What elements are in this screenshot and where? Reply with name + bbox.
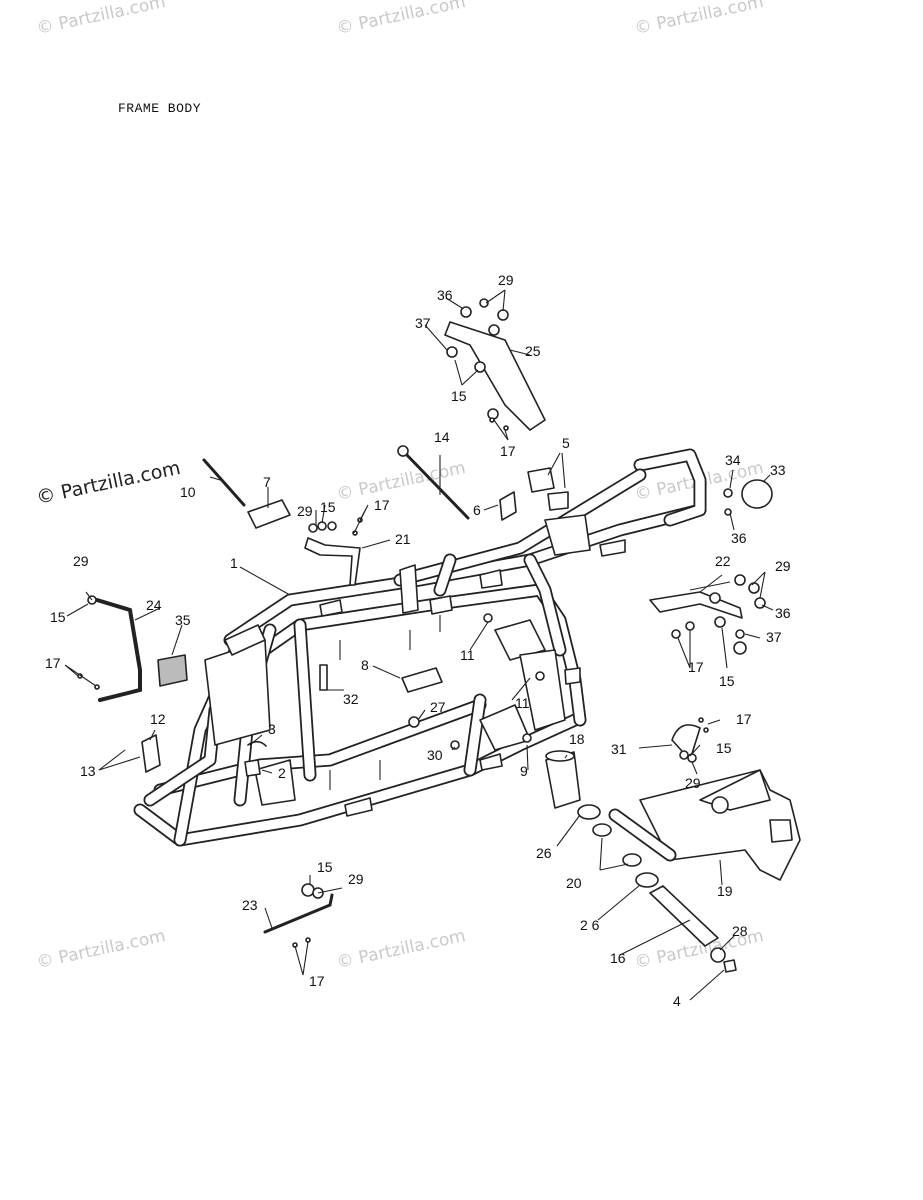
watermark-text: © Partzilla.com xyxy=(35,0,167,39)
callout-24: 24 xyxy=(146,597,162,613)
plate-7 xyxy=(247,499,291,529)
nut-4 xyxy=(723,959,737,973)
callout-4: 4 xyxy=(673,993,681,1009)
watermark-text: © Partzilla.com xyxy=(35,926,167,973)
callout-11a: 11 xyxy=(460,647,475,663)
callout-3: 3 xyxy=(268,721,276,737)
callout-29a: 29 xyxy=(73,553,89,569)
diagram-title: FRAME BODY xyxy=(118,101,202,116)
callout-17c: 17 xyxy=(374,497,390,513)
callout-34: 34 xyxy=(725,452,741,468)
callout-18: 18 xyxy=(569,731,585,747)
callout-13: 13 xyxy=(80,763,96,779)
callout-35: 35 xyxy=(175,612,191,628)
callout-1: 1 xyxy=(230,555,238,571)
bracket-12 xyxy=(141,734,161,773)
callout-8: 8 xyxy=(361,657,369,673)
nut-27 xyxy=(408,716,420,728)
callout-32: 32 xyxy=(343,691,359,707)
callout-7: 7 xyxy=(263,474,271,490)
watermark-text: © Partzilla.com xyxy=(633,0,765,39)
main-frame xyxy=(133,448,707,847)
callout-28: 28 xyxy=(732,923,748,939)
callout-15c: 15 xyxy=(320,499,336,515)
callout-numbers: 1 2 3 4 5 6 7 8 9 10 11 11 12 13 14 15 1… xyxy=(45,272,791,1009)
callout-37a: 37 xyxy=(415,315,431,331)
callout-17b: 17 xyxy=(500,443,516,459)
bracket-22 xyxy=(649,591,743,619)
callout-29e: 29 xyxy=(685,775,701,791)
callout-36c: 36 xyxy=(775,605,791,621)
callout-2: 2 xyxy=(278,765,286,781)
callout-31: 31 xyxy=(611,741,627,757)
rear-bracket-25 xyxy=(444,321,546,431)
bolt-30 xyxy=(450,740,460,750)
callout-29d: 29 xyxy=(775,558,791,574)
callout-15a: 15 xyxy=(50,609,66,625)
callout-6: 6 xyxy=(473,502,481,518)
bracket-21 xyxy=(304,537,361,586)
clip-3 xyxy=(247,740,267,747)
callout-17d: 17 xyxy=(688,659,704,675)
watermark-text: © Partzilla.com xyxy=(335,0,467,39)
callout-15d: 15 xyxy=(719,673,735,689)
callout-15e: 15 xyxy=(716,740,732,756)
mount-5 xyxy=(527,467,555,493)
callout-15f: 15 xyxy=(317,859,333,875)
callout-5: 5 xyxy=(562,435,570,451)
callout-30: 30 xyxy=(427,747,443,763)
clip-31 xyxy=(671,724,701,761)
callout-22: 22 xyxy=(715,553,731,569)
callout-10: 10 xyxy=(180,484,196,500)
callout-23: 23 xyxy=(242,897,258,913)
callout-14: 14 xyxy=(434,429,450,445)
callout-20: 20 xyxy=(566,875,582,891)
callout-12: 12 xyxy=(150,711,166,727)
callout-25: 25 xyxy=(525,343,541,359)
nut-11 xyxy=(483,613,493,623)
bolt-10 xyxy=(202,458,246,507)
bracket-rod-24 xyxy=(95,598,142,702)
callout-29f: 29 xyxy=(348,871,364,887)
pin-32 xyxy=(319,664,328,691)
callout-26a: 26 xyxy=(536,845,552,861)
watermark-logo: © Partzilla.com xyxy=(34,457,182,509)
callout-37b: 37 xyxy=(766,629,782,645)
label-35 xyxy=(157,654,188,687)
callout-27: 27 xyxy=(430,699,446,715)
cap-33 xyxy=(741,479,773,509)
callout-36b: 36 xyxy=(731,530,747,546)
callout-19: 19 xyxy=(717,883,733,899)
callout-33: 33 xyxy=(770,462,786,478)
leader-lines xyxy=(64,289,774,1001)
bushing-26a xyxy=(577,804,601,820)
watermark-text: © Partzilla.com xyxy=(335,926,467,973)
bushing-2 xyxy=(244,759,261,777)
callout-17a: 17 xyxy=(45,655,61,671)
callout-36a: 36 xyxy=(437,287,453,303)
callout-11b: 11 xyxy=(515,695,530,711)
nut-28 xyxy=(710,947,726,963)
callout-9: 9 xyxy=(520,763,528,779)
callout-17e: 17 xyxy=(736,711,752,727)
rear-swing-arm xyxy=(608,769,801,881)
callout-29b: 29 xyxy=(498,272,514,288)
bushing-26b xyxy=(635,872,659,888)
callout-26b: 2 6 xyxy=(580,917,600,933)
callout-17f: 17 xyxy=(309,973,325,989)
callout-15b: 15 xyxy=(451,388,467,404)
callout-21: 21 xyxy=(395,531,411,547)
plate-8 xyxy=(401,667,443,693)
callout-16: 16 xyxy=(610,950,626,966)
bracket-6 xyxy=(499,491,517,521)
callout-29c: 29 xyxy=(297,503,313,519)
axle-16 xyxy=(649,885,719,947)
bushing-20b xyxy=(622,853,642,867)
rod-23 xyxy=(263,893,334,934)
bolt-9 xyxy=(522,733,532,743)
bushing-20a xyxy=(592,823,612,837)
long-bolt-14 xyxy=(402,450,470,520)
